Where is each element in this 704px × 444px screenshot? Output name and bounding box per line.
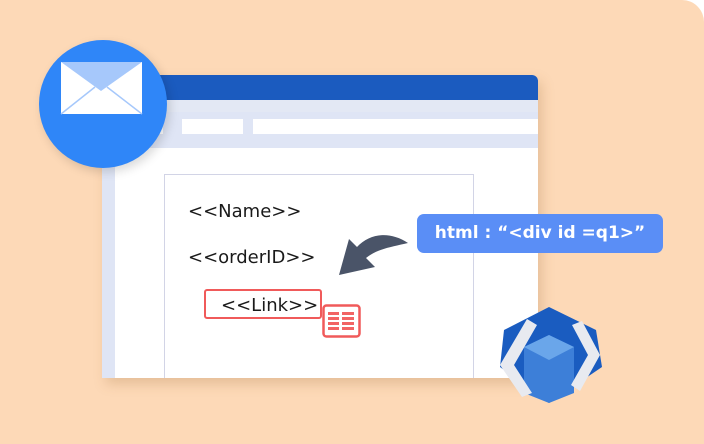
toolbar xyxy=(102,112,538,148)
table-icon xyxy=(322,304,361,338)
field-link: <<Link>> xyxy=(221,295,319,316)
field-link-box[interactable]: <<Link>> xyxy=(204,289,322,319)
title-bar xyxy=(102,75,538,100)
html-tooltip: html : “<div id =q1>” xyxy=(417,214,663,253)
menu-strip xyxy=(102,100,538,112)
toolbar-segment xyxy=(182,119,243,134)
mail-icon xyxy=(60,62,143,115)
code-cube-logo-icon xyxy=(500,307,602,403)
sidebar xyxy=(102,148,115,378)
field-name: <<Name>> xyxy=(188,201,302,222)
curved-arrow-icon xyxy=(339,235,408,275)
toolbar-segment xyxy=(253,119,538,134)
mail-badge xyxy=(39,40,167,168)
field-order-id: <<orderID>> xyxy=(188,247,316,268)
document-page xyxy=(164,174,474,378)
